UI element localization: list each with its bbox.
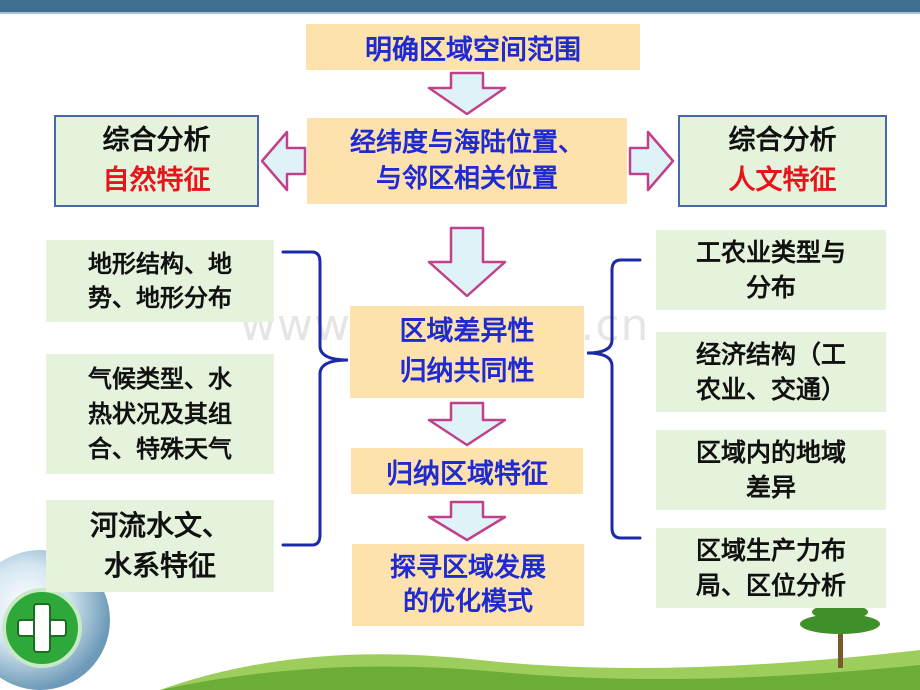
right-item-line: 工农业类型与: [695, 238, 846, 267]
position-line-2: 与邻区相关位置: [375, 164, 558, 194]
right-item-line: 区域内的地域: [695, 438, 846, 467]
right-item-regional-difference: 区域内的地域 差异: [656, 430, 886, 510]
top-bar-line: [0, 12, 920, 14]
right-item-line: 经济结构（工: [695, 340, 846, 369]
left-item-line: 河流水文、: [89, 509, 230, 542]
left-item-rivers: 河流水文、 水系特征: [46, 500, 274, 592]
summary-box: 归纳区域特征: [351, 448, 583, 494]
optimize-line-2: 的优化模式: [402, 587, 533, 617]
position-line-1: 经纬度与海陆位置、: [349, 128, 584, 158]
left-item-line: 势、地形分布: [88, 284, 232, 312]
left-arrow-icon: [260, 130, 307, 192]
down-arrow-icon: [427, 500, 507, 542]
tree-icon: [800, 604, 880, 668]
down-arrow-icon: [427, 226, 507, 298]
left-item-line: 水系特征: [103, 549, 216, 582]
position-box: 经纬度与海陆位置、 与邻区相关位置: [307, 118, 627, 204]
top-bar: [0, 0, 920, 12]
scope-text: 明确区域空间范围: [365, 34, 581, 66]
left-item-line: 气候类型、水: [88, 364, 232, 393]
down-arrow-icon: [427, 401, 507, 447]
left-item-line: 地形结构、地: [88, 250, 232, 278]
optimize-box: 探寻区域发展 的优化模式: [352, 544, 584, 626]
human-subtitle: 人文特征: [728, 165, 837, 196]
right-arrow-icon: [628, 130, 675, 192]
left-brace: [281, 250, 349, 547]
difference-box: 区域差异性 归纳共同性: [350, 306, 584, 398]
right-item-economy: 经济结构（工 农业、交通）: [656, 332, 886, 412]
right-item-line: 分布: [745, 273, 796, 302]
scope-box: 明确区域空间范围: [306, 24, 640, 70]
human-features-box: 综合分析 人文特征: [678, 115, 887, 207]
right-item-industry: 工农业类型与 分布: [656, 230, 886, 310]
right-item-line: 农业、交通）: [695, 375, 846, 404]
natural-title: 综合分析: [102, 125, 211, 156]
left-item-line: 合、特殊天气: [88, 434, 232, 463]
right-brace: [586, 258, 642, 540]
down-arrow-icon: [427, 71, 507, 116]
right-item-productivity: 区域生产力布 局、区位分析: [656, 528, 886, 608]
difference-line-1: 区域差异性: [399, 316, 535, 347]
right-item-line: 差异: [745, 473, 796, 502]
human-title: 综合分析: [728, 125, 837, 156]
left-item-line: 热状况及其组: [88, 399, 232, 428]
natural-subtitle: 自然特征: [102, 165, 211, 196]
right-item-line: 区域生产力布: [695, 536, 846, 565]
right-item-line: 局、区位分析: [695, 571, 846, 600]
natural-features-box: 综合分析 自然特征: [54, 115, 259, 207]
summary-text: 归纳区域特征: [386, 458, 548, 490]
left-item-terrain: 地形结构、地 势、地形分布: [46, 240, 274, 322]
difference-line-2: 归纳共同性: [399, 356, 535, 387]
left-item-climate: 气候类型、水 热状况及其组 合、特殊天气: [46, 354, 274, 474]
optimize-line-1: 探寻区域发展: [389, 553, 546, 583]
